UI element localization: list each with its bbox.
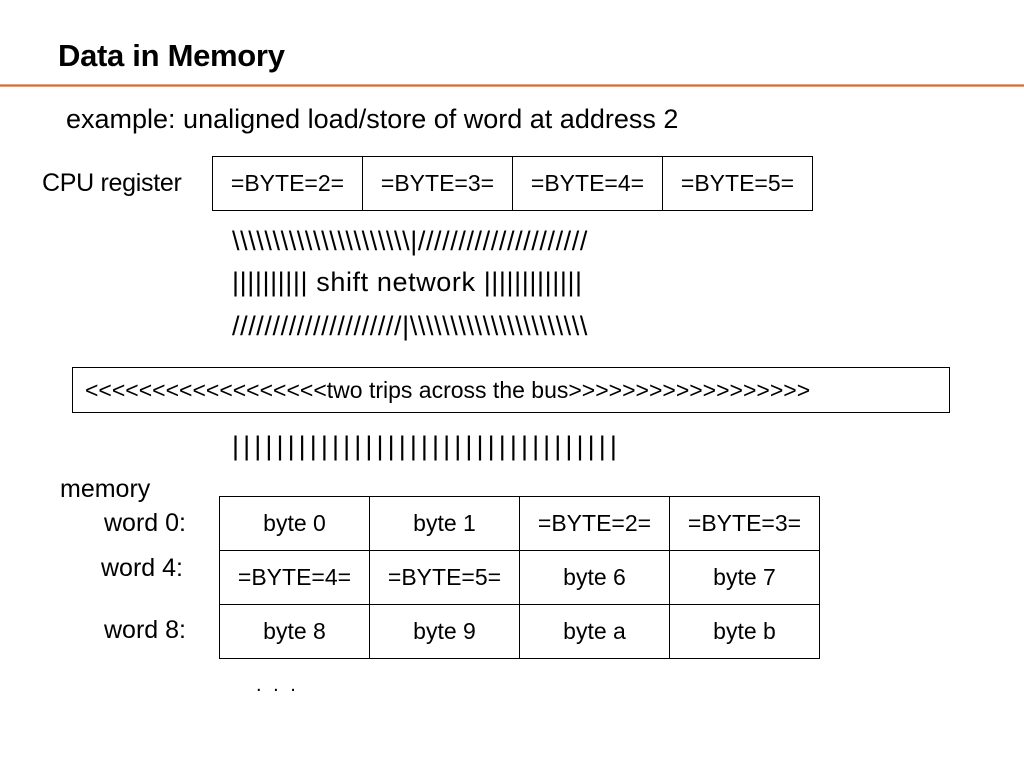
memory-continuation: . . . <box>256 674 299 696</box>
word-0-label: word 0: <box>104 509 186 537</box>
memory-row-word-8: byte 8 byte 9 byte a byte b <box>219 604 820 659</box>
memory-table: byte 0 byte 1 =BYTE=2= =BYTE=3= =BYTE=4=… <box>219 496 820 659</box>
memory-row-word-4: =BYTE=4= =BYTE=5= byte 6 byte 7 <box>219 550 820 605</box>
memory-cell: byte 1 <box>369 496 520 551</box>
cpu-register-cell: =BYTE=4= <box>512 156 663 211</box>
cpu-register-row: =BYTE=2= =BYTE=3= =BYTE=4= =BYTE=5= <box>212 156 813 211</box>
memory-cell: byte 7 <box>669 550 820 605</box>
cpu-register-table: =BYTE=2= =BYTE=3= =BYTE=4= =BYTE=5= <box>212 156 813 211</box>
shift-network-bottom: /////////////////////|\\\\\\\\\\\\\\\\\\… <box>232 311 588 341</box>
memory-cell: byte a <box>519 604 670 659</box>
page-title: Data in Memory <box>58 38 285 73</box>
shift-network-label: |||||||||| shift network ||||||||||||| <box>232 267 583 297</box>
shift-network-top: \\\\\\\\\\\\\\\\\\\\\\|/////////////////… <box>232 226 588 256</box>
cpu-register-cell: =BYTE=2= <box>212 156 363 211</box>
memory-cell: =BYTE=5= <box>369 550 520 605</box>
bus-lines: ||||||||||||||||||||||||||||||||||| <box>232 431 621 461</box>
memory-cell: byte 0 <box>219 496 370 551</box>
memory-cell: byte b <box>669 604 820 659</box>
memory-row-word-0: byte 0 byte 1 =BYTE=2= =BYTE=3= <box>219 496 820 551</box>
word-8-label: word 8: <box>104 616 186 644</box>
memory-cell: =BYTE=2= <box>519 496 670 551</box>
memory-cell: byte 9 <box>369 604 520 659</box>
subtitle: example: unaligned load/store of word at… <box>66 104 679 134</box>
title-divider <box>0 84 1024 87</box>
bus-box: <<<<<<<<<<<<<<<<<<two trips across the b… <box>72 367 950 413</box>
memory-cell: =BYTE=3= <box>669 496 820 551</box>
word-4-label: word 4: <box>101 554 183 582</box>
cpu-register-cell: =BYTE=5= <box>662 156 813 211</box>
memory-cell: =BYTE=4= <box>219 550 370 605</box>
memory-label: memory <box>60 475 151 503</box>
cpu-register-label: CPU register <box>42 169 182 197</box>
cpu-register-cell: =BYTE=3= <box>362 156 513 211</box>
memory-cell: byte 8 <box>219 604 370 659</box>
memory-cell: byte 6 <box>519 550 670 605</box>
